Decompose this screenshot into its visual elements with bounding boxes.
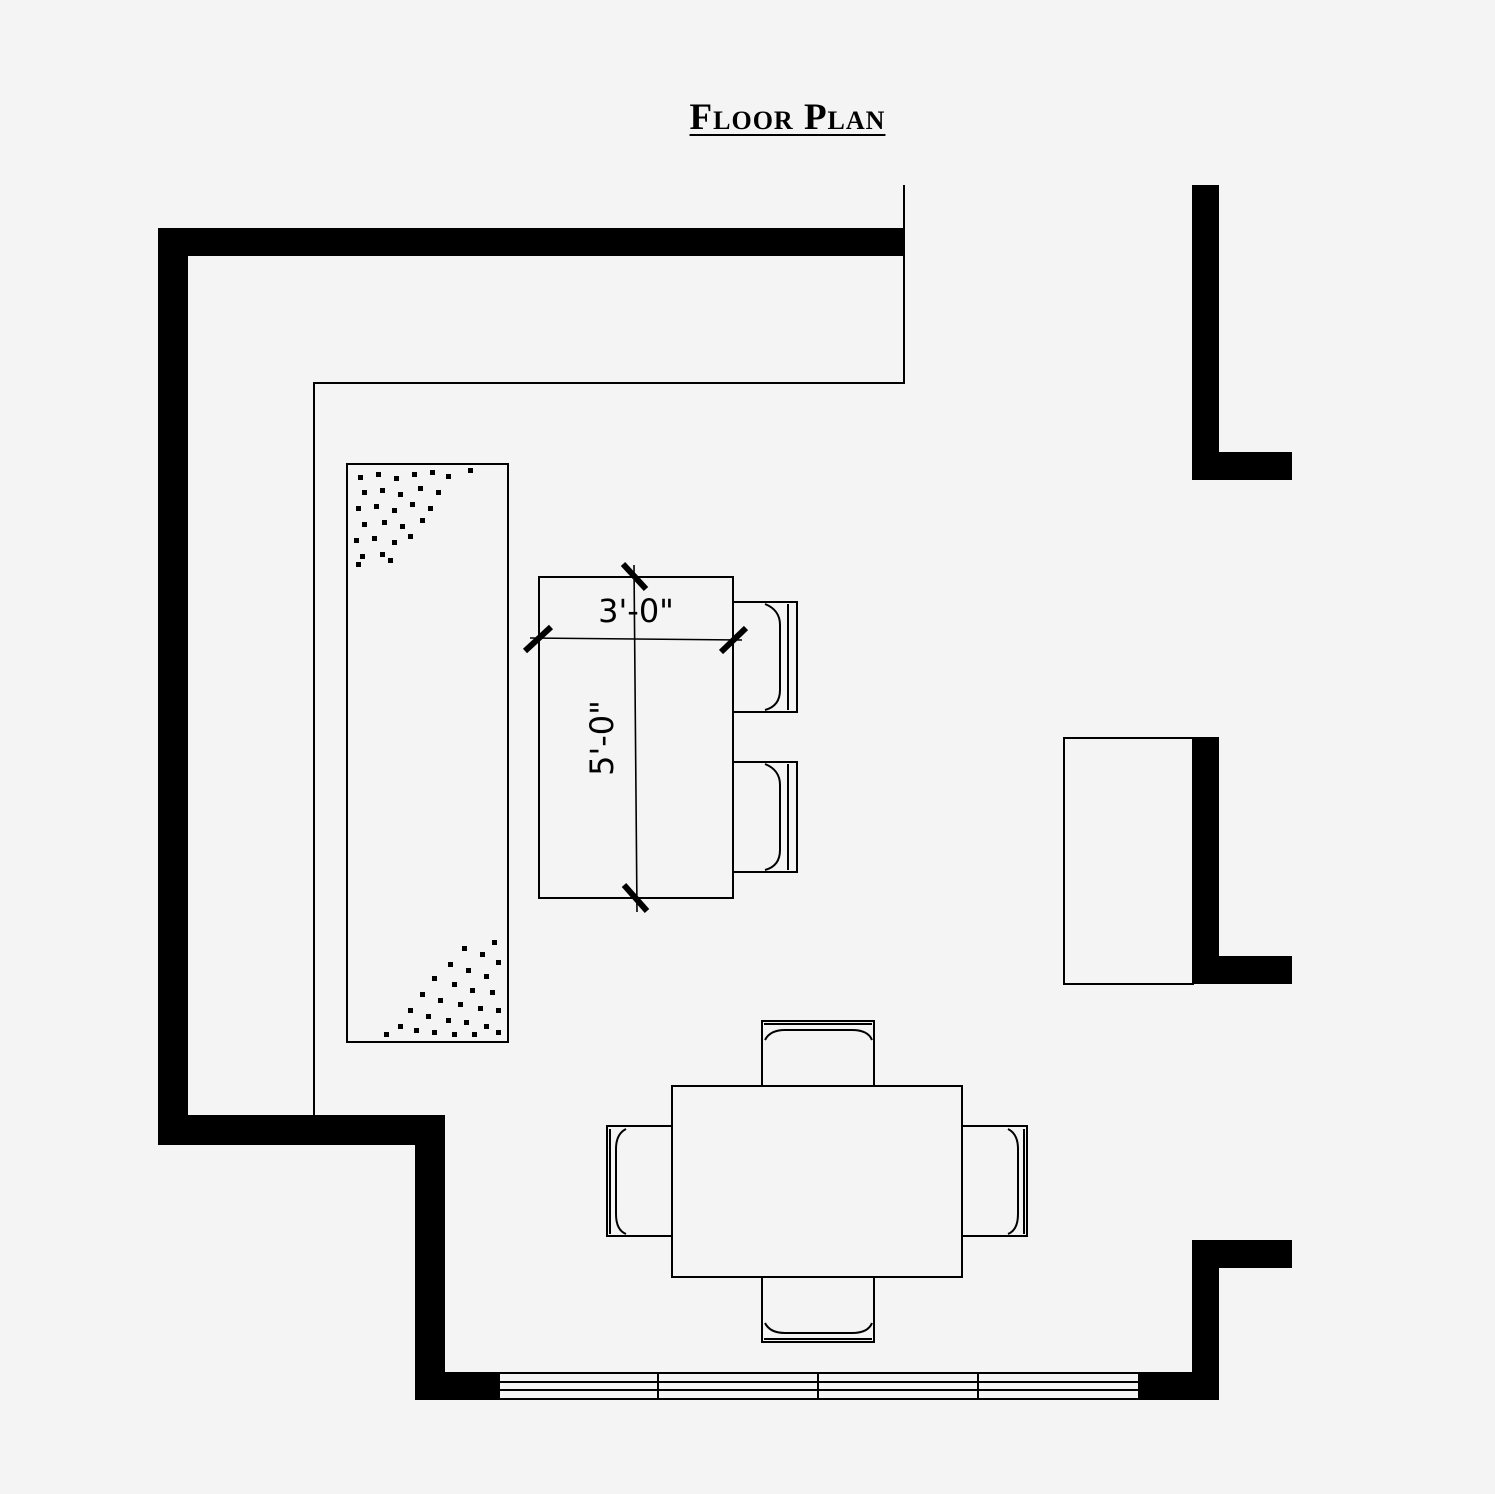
dimension-line-length [633,564,638,913]
built-in-counter-outline [313,382,904,1115]
wall-east-middle [1192,737,1292,984]
exterior-wall-south-east [1138,1240,1292,1400]
dimension-tick-bottom [621,883,650,913]
dimension-tick-top [620,561,649,592]
stipple-pattern-bottom [384,940,501,1037]
wall-north-east [1192,185,1292,480]
window-south [497,1372,1140,1400]
side-cabinet [1063,737,1194,985]
armchair-lower [732,761,798,873]
dimension-label-length: 5'-0" [583,700,621,776]
dining-chair-left [606,1125,673,1237]
dimension-label-width: 3'-0" [598,592,674,630]
dining-chair-right [961,1125,1028,1237]
dimension-tick-left [522,624,554,654]
dimension-line-width [529,637,743,641]
long-bench [346,463,509,1043]
armchair-upper [732,601,798,713]
dining-chair-top [761,1020,875,1087]
plan-title: Floor Plan [689,97,886,138]
exterior-wall-west [158,228,905,1400]
dining-table [671,1085,963,1278]
stipple-pattern-top [354,468,473,567]
dining-chair-bottom [761,1276,875,1343]
